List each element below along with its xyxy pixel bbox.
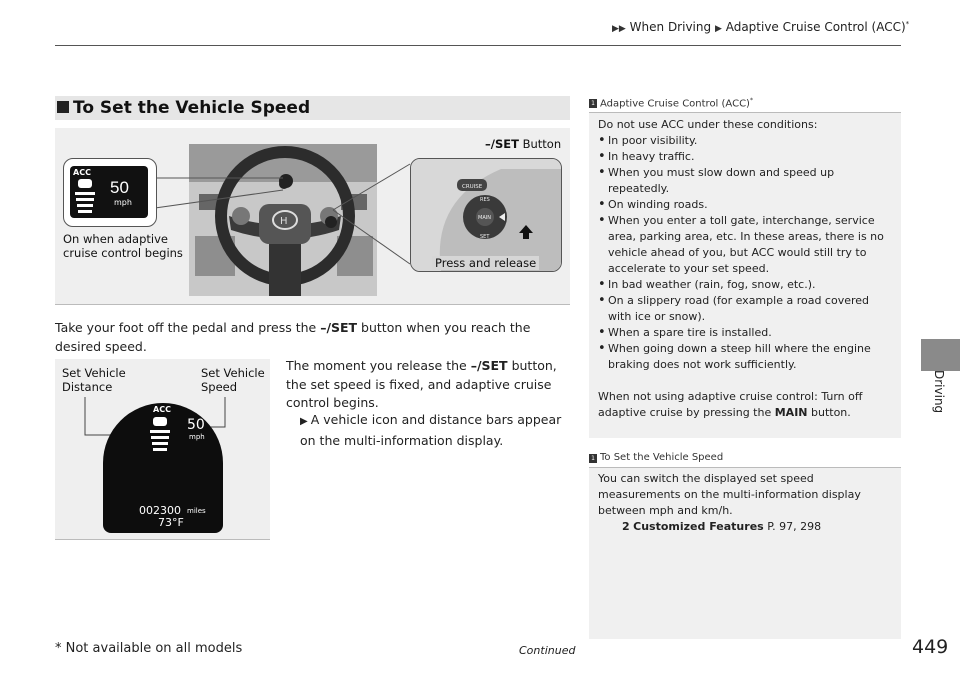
set-button-reference: –/SET [470,358,508,373]
acc-display: ACC 50 mph [70,166,148,218]
vehicle-distance-icon [150,417,170,451]
speed-units-note: 1 To Set the Vehicle Speed You can switc… [589,451,901,639]
breadcrumb-arrow-icon: ▶▶ [612,24,626,34]
note-header: 1 To Set the Vehicle Speed [589,451,901,468]
speed-unit: mph [114,198,132,207]
moment-paragraph: The moment you release the –/SET button,… [286,358,557,410]
steering-buttons-closeup: CRUISE MAIN RES SET [411,159,561,271]
note-body: Do not use ACC under these conditions: I… [598,117,893,421]
breadcrumb-item-acc[interactable]: Adaptive Cruise Control (ACC) [725,20,906,34]
set-vehicle-speed-label: Set Vehicle Speed [201,366,265,394]
svg-text:H: H [280,216,288,227]
acc-indicator-label: On when adaptive cruise control begins [63,232,183,260]
chapter-tab-label: Driving [932,370,946,414]
page-number: 449 [912,636,949,658]
intro-paragraph: Take your foot off the pedal and press t… [55,320,531,354]
result-paragraph: ▶A vehicle icon and distance bars appear… [300,412,562,448]
breadcrumb: ▶▶ When Driving ▶ Adaptive Cruise Contro… [612,20,909,34]
not-all-models-mark: * [905,20,910,28]
note-header: 1 Adaptive Cruise Control (ACC)* [589,96,901,113]
list-item: On a slippery road (for example a road c… [598,293,893,325]
reference-title[interactable]: Customized Features [633,520,764,533]
list-item: When you enter a toll gate, interchange,… [598,213,893,277]
odometer-unit: miles [187,507,206,515]
acc-label: ACC [73,168,91,177]
set-button-callout: CRUISE MAIN RES SET [410,158,562,272]
section-title: To Set the Vehicle Speed [73,98,311,118]
list-item: When going down a steep hill where the e… [598,341,893,373]
acc-conditions-note: 1 Adaptive Cruise Control (ACC)* Do not … [589,96,901,438]
speed-unit: mph [189,433,205,441]
steering-wheel-photo: H [189,144,377,296]
set-vehicle-distance-label: Set Vehicle Distance [62,366,126,394]
acc-label: ACC [153,405,171,414]
outside-temperature: 73°F [158,516,184,529]
note-title: Adaptive Cruise Control (ACC)* [600,97,753,110]
set-speed-value: 50 [110,178,129,197]
footnote: * Not available on all models [55,641,243,656]
multi-info-display-figure: Set Vehicle Distance Set Vehicle Speed A… [55,359,270,540]
result-arrow-icon: ▶ [300,416,308,427]
list-item: In heavy traffic. [598,149,893,165]
section-heading: To Set the Vehicle Speed [55,96,570,120]
set-button-label: –/SET Button [485,137,562,151]
chapter-tab[interactable] [921,339,960,371]
note-intro: Do not use ACC under these conditions: [598,118,818,131]
set-button-reference: –/SET [320,320,358,335]
steering-wheel-figure: H ACC 50 mph [55,128,570,305]
breadcrumb-item-when-driving[interactable]: When Driving [629,20,712,34]
set-speed-value: 50 [187,417,205,433]
note-title: To Set the Vehicle Speed [600,452,724,463]
reference-pages: P. 97, 298 [763,520,822,533]
odometer-value: 002300 [139,504,181,517]
note-outro: When not using adaptive cruise control: … [598,390,863,419]
list-item: In poor visibility. [598,133,893,149]
list-item: When you must slow down and speed up rep… [598,165,893,197]
press-release-label: Press and release [432,256,540,270]
header-divider [55,45,901,46]
list-item: When a spare tire is installed. [598,325,893,341]
acc-indicator-callout: ACC 50 mph [63,158,157,227]
set-button-pointer-icon [519,224,533,239]
section-marker-icon [57,101,69,113]
continued-label: Continued [519,644,576,657]
breadcrumb-arrow-icon: ▶ [714,24,722,34]
note-body: You can switch the displayed set speed m… [598,471,893,535]
list-item: In bad weather (rain, fog, snow, etc.). [598,277,893,293]
main-button-text: MAIN [478,215,491,221]
note-icon: 1 [589,99,597,108]
main-button-reference: MAIN [774,406,808,419]
note-text: You can switch the displayed set speed m… [598,472,861,517]
note-icon: 1 [589,454,597,463]
res-button-text: RES [480,197,490,203]
vehicle-distance-icon [75,179,95,213]
multi-info-display: ACC 50 mph 002300 miles 73°F [103,403,223,533]
condition-list: In poor visibility. In heavy traffic. Wh… [598,133,893,373]
set-button-text: SET [480,234,490,240]
reference-arrow-icon: 2 [622,520,630,533]
list-item: On winding roads. [598,197,893,213]
cruise-button-text: CRUISE [462,184,483,190]
cross-reference[interactable]: 2 Customized Features P. 97, 298 [598,519,893,535]
